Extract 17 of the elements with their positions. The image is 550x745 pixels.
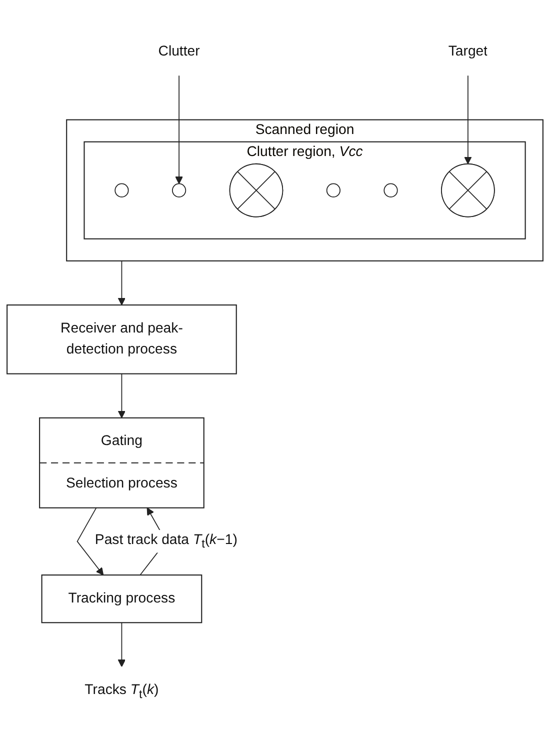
node-box: Receiver and peak-detection process	[6, 304, 237, 375]
arrow	[118, 622, 126, 668]
arrow	[464, 76, 472, 165]
node-text: Target	[448, 44, 488, 60]
node-circle	[172, 184, 186, 198]
node-circle	[384, 184, 398, 198]
cluster: Clutter region, Vcc	[84, 142, 526, 240]
edge-label: Past track data T$_{t}$(k−1)	[94, 532, 238, 551]
node-text: Clutter	[158, 44, 200, 60]
node-text: Tracks T$_{t}$(k)	[84, 682, 159, 701]
node-circle	[114, 184, 129, 198]
node-box: Tracking process	[41, 574, 202, 624]
arrow	[76, 508, 104, 576]
arrow	[175, 76, 183, 184]
node-circle	[326, 184, 340, 198]
arrow	[118, 374, 126, 419]
arrow	[118, 260, 126, 306]
